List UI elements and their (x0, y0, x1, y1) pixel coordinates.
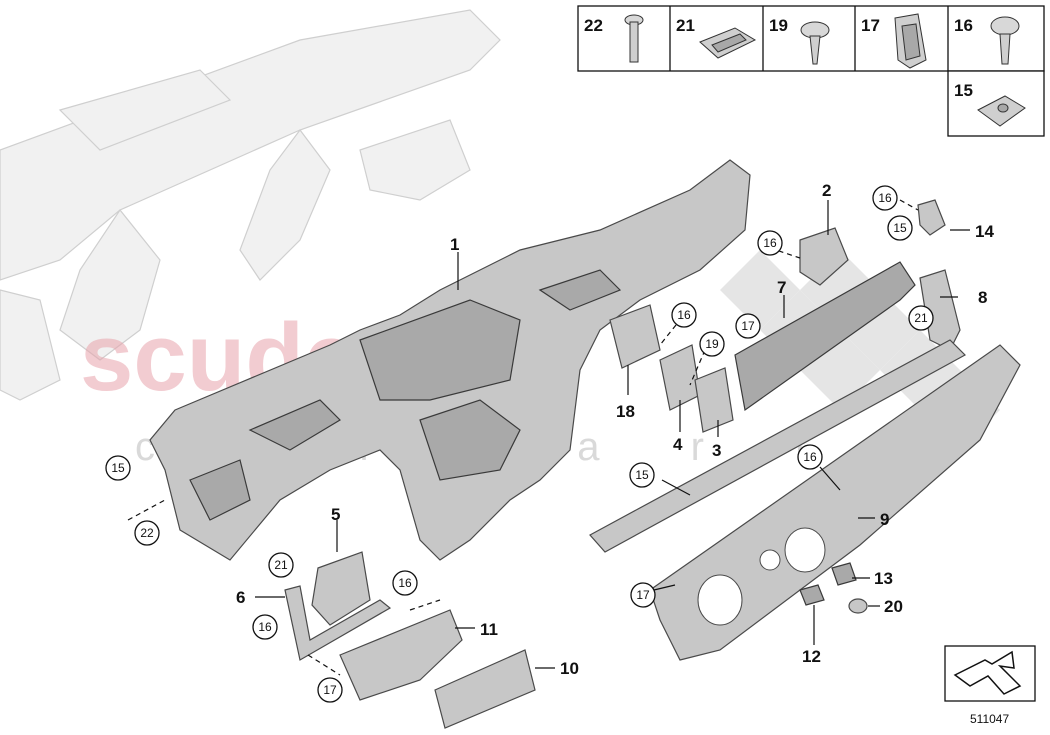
callout-20: 20 (884, 597, 903, 616)
callout-18: 18 (616, 402, 635, 421)
callout-5: 5 (331, 505, 340, 524)
circled-16-a: 16 (878, 191, 892, 205)
circled-15-b: 15 (893, 221, 907, 235)
hw-num-17: 17 (861, 16, 880, 35)
callout-3: 3 (712, 441, 721, 460)
hex-collar-screw-icon (990, 16, 1020, 65)
circled-16-c: 16 (763, 236, 777, 250)
part-8 (919, 269, 961, 351)
hw-num-16: 16 (954, 16, 973, 35)
circled-16-d: 16 (677, 308, 691, 322)
callout-6: 6 (236, 588, 245, 607)
callout-13: 13 (874, 569, 893, 588)
callout-10: 10 (560, 659, 579, 678)
circled-21-g: 21 (914, 311, 928, 325)
screw-icon (624, 14, 644, 63)
part-12 (799, 584, 825, 606)
direction-arrow-icon (953, 650, 1022, 695)
circled-16-m: 16 (258, 620, 272, 634)
circled-17-f: 17 (741, 319, 755, 333)
hardware-box: 22 21 19 17 16 15 (577, 5, 1045, 137)
callout-9: 9 (880, 510, 889, 529)
leader-lines (127, 199, 970, 676)
hw-num-15: 15 (954, 81, 973, 100)
part-14 (917, 199, 946, 236)
circled-callouts: 16 15 16 16 19 17 21 15 16 15 22 21 16 1… (105, 185, 934, 703)
circled-17-p: 17 (636, 588, 650, 602)
dashboard-ghost (0, 9, 501, 401)
instrument-panel-carrier (149, 159, 751, 561)
reference-number: 511047 (970, 712, 1009, 726)
part-5 (311, 551, 371, 626)
part-2 (799, 227, 849, 286)
callout-1: 1 (450, 235, 459, 254)
circled-21-l: 21 (274, 558, 288, 572)
part-3 (694, 367, 734, 433)
hw-num-22: 22 (584, 16, 603, 35)
self-tapping-screw-icon (800, 21, 830, 65)
part-10 (434, 649, 536, 729)
callout-7: 7 (777, 278, 786, 297)
callout-14: 14 (975, 222, 994, 241)
part-20 (848, 598, 868, 614)
clip-icon (699, 27, 757, 59)
part-11 (339, 609, 463, 701)
callout-12: 12 (802, 647, 821, 666)
circled-16-n: 16 (398, 576, 412, 590)
part-9-gauges (697, 527, 826, 626)
circled-15-h: 15 (635, 468, 649, 482)
part-15-strip (589, 339, 966, 553)
part-7 (734, 261, 916, 412)
clip-nut-icon (977, 95, 1026, 127)
callout-4: 4 (673, 435, 683, 454)
circled-16-i: 16 (803, 450, 817, 464)
circled-15-j: 15 (111, 461, 125, 475)
callout-8: 8 (978, 288, 987, 307)
circled-22-k: 22 (140, 526, 154, 540)
circled-19-e: 19 (705, 337, 719, 351)
circled-17-o: 17 (323, 683, 337, 697)
part-6 (284, 585, 392, 661)
part-18 (609, 304, 661, 369)
direction-box (944, 645, 1036, 702)
hw-num-19: 19 (769, 16, 788, 35)
expanding-nut-icon (894, 13, 927, 69)
part-13 (831, 562, 857, 586)
callout-11: 11 (480, 620, 498, 639)
part-9 (649, 344, 1021, 661)
callout-2: 2 (822, 181, 831, 200)
hw-num-21: 21 (676, 16, 695, 35)
